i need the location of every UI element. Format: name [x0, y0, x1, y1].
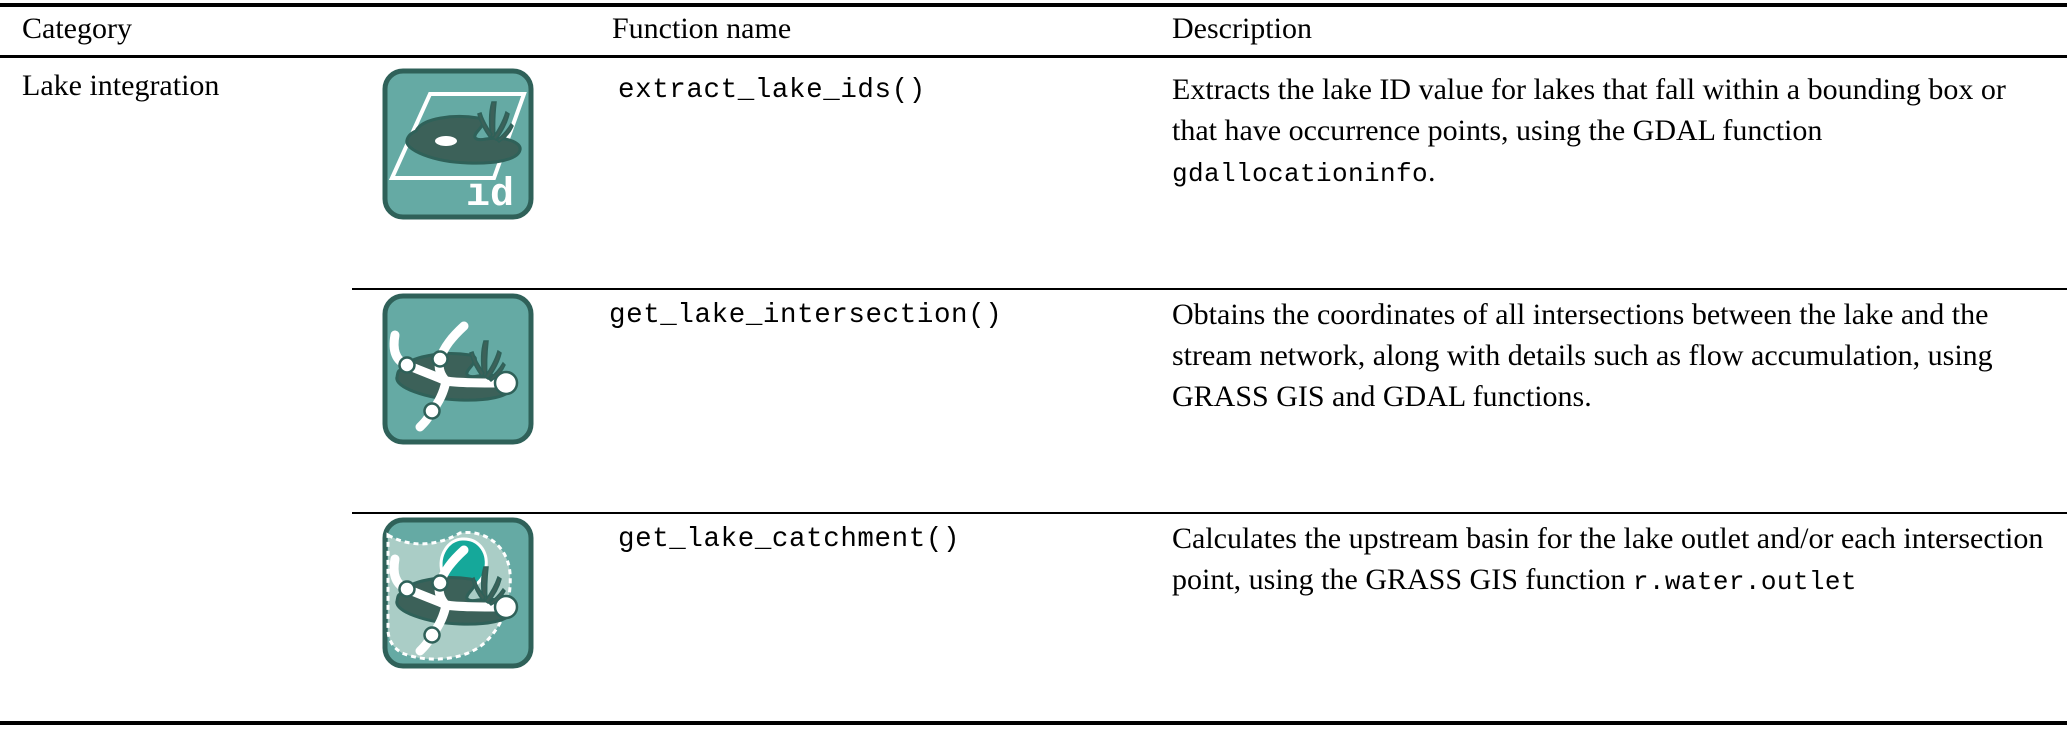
row-divider-1	[352, 288, 2067, 290]
function-name-get-lake-intersection: get_lake_intersection()	[609, 300, 1003, 331]
function-name-get-lake-catchment: get_lake_catchment()	[618, 524, 961, 555]
row-divider-2	[352, 512, 2067, 514]
description-cell-2: Obtains the coordinates of all intersect…	[1172, 294, 2052, 417]
function-name-extract-lake-ids: extract_lake_ids()	[618, 75, 926, 106]
inline-code: gdallocationinfo	[1172, 159, 1429, 189]
description-cell-1: Extracts the lake ID value for lakes tha…	[1172, 69, 2052, 195]
column-header-function-name: Function name	[612, 12, 792, 45]
lake-catchment-icon	[382, 517, 534, 669]
description-text: .	[1428, 155, 1436, 188]
description-cell-3: Calculates the upstream basin for the la…	[1172, 518, 2052, 603]
table-header-rule	[0, 55, 2067, 58]
category-cell-lake-integration: Lake integration	[22, 69, 220, 102]
column-header-description: Description	[1172, 12, 1312, 45]
lake-stream-intersection-icon	[382, 293, 534, 445]
inline-code: r.water.outlet	[1632, 567, 1857, 597]
description-text: Extracts the lake ID value for lakes tha…	[1172, 73, 2006, 147]
table-top-rule	[0, 3, 2067, 7]
icon-badge-id: id	[466, 173, 514, 218]
table-bottom-rule	[0, 721, 2067, 725]
description-text: Calculates the upstream basin for the la…	[1172, 522, 2044, 596]
description-text: Obtains the coordinates of all intersect…	[1172, 298, 1993, 413]
lake-id-icon: id	[382, 68, 534, 220]
column-header-category: Category	[22, 12, 132, 45]
